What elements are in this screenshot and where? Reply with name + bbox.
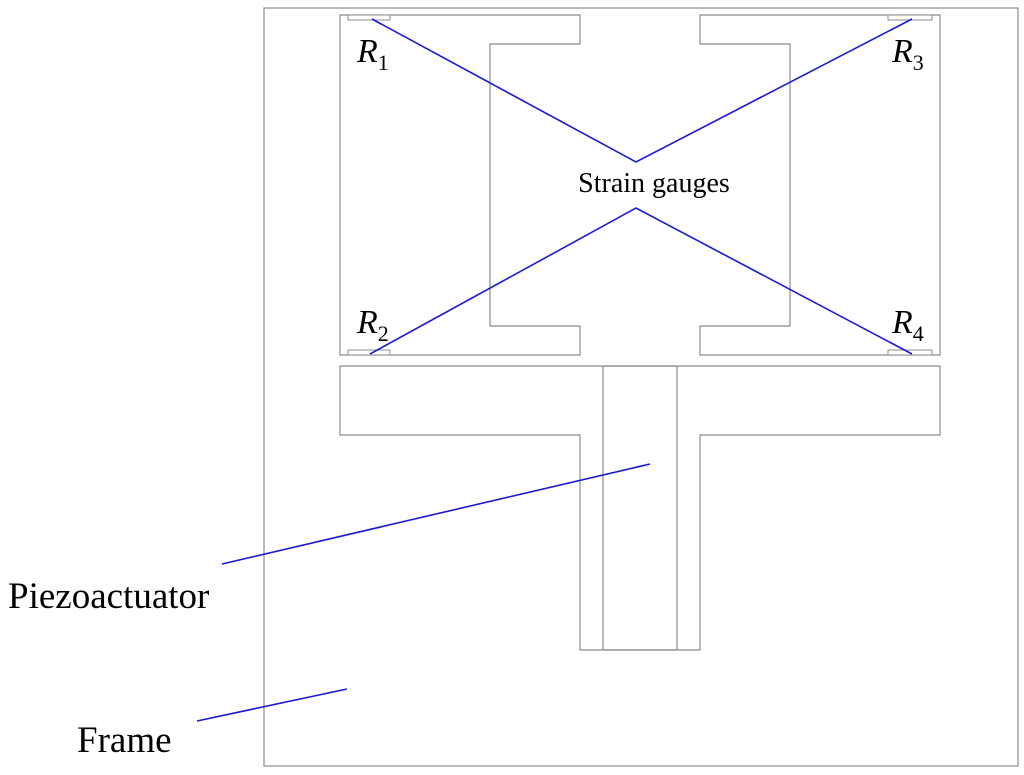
frame-label: Frame — [77, 720, 172, 761]
leader-line-frame — [196, 688, 348, 722]
piezoactuator-label: Piezoactuator — [8, 576, 209, 617]
push-bar-outline — [339, 365, 941, 651]
gauge-label-r2: R2 — [356, 304, 389, 346]
frame-outline — [263, 7, 1019, 767]
strain-gauge-r2-pad — [347, 349, 391, 356]
gauge-label-r4: R4 — [891, 304, 924, 346]
leader-line-r1-r3 — [371, 18, 913, 163]
flexure-body-outline-right — [699, 14, 941, 356]
gauge-label-r3: R3 — [891, 33, 924, 75]
gauge-label-r1: R1 — [356, 33, 389, 75]
flexure-body-outline — [339, 14, 581, 356]
strain-gauges-label: Strain gauges — [578, 168, 730, 199]
piezoactuator-outline — [602, 365, 678, 651]
leader-line-piezoactuator — [221, 463, 651, 565]
strain-gauge-r1-pad — [347, 14, 391, 21]
leader-line-r2-r4 — [369, 207, 913, 355]
